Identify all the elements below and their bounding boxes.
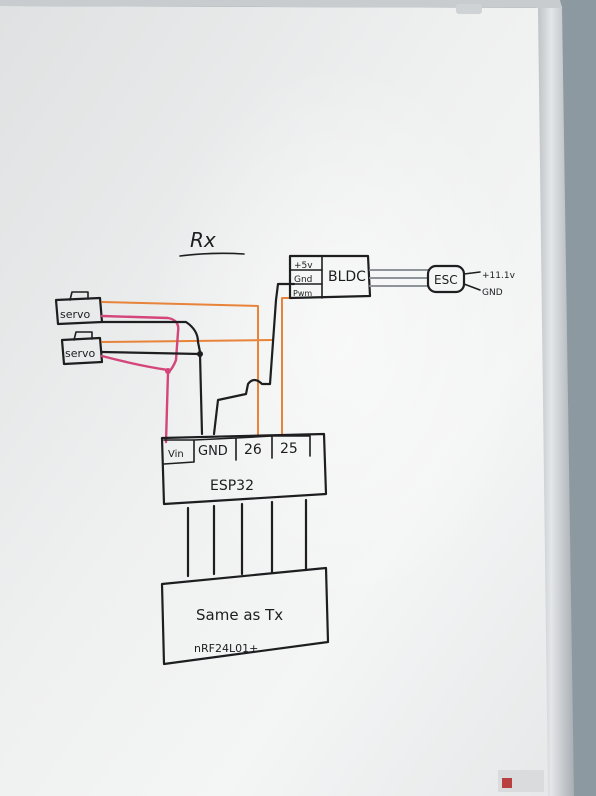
bldc-esc-wires: [369, 269, 429, 287]
svg-text:servo: servo: [60, 308, 91, 321]
ground-wires: [100, 282, 296, 436]
svg-text:Gnd: Gnd: [294, 275, 312, 285]
svg-text:GND: GND: [482, 288, 503, 298]
servo-2: servo: [60, 331, 104, 366]
esp32-module-wires: [186, 498, 308, 578]
svg-text:25: 25: [280, 441, 298, 457]
svg-text:Pwm: Pwm: [293, 289, 312, 298]
nrf-module: Same as Tx nRF24L01+: [160, 566, 330, 666]
svg-text:+5v: +5v: [294, 261, 313, 271]
svg-text:ESC: ESC: [434, 273, 458, 287]
svg-text:BLDC: BLDC: [328, 269, 366, 285]
svg-text:nRF24L01+: nRF24L01+: [194, 642, 258, 655]
svg-text:+11.1v: +11.1v: [482, 271, 516, 281]
svg-text:26: 26: [244, 442, 262, 458]
diagram-title: Rx: [179, 228, 245, 257]
bldc-motor: +5v Gnd Pwm BLDC: [288, 254, 372, 300]
pink-power-wires: [100, 314, 180, 444]
whiteboard-frame: [536, 4, 574, 796]
esc-module: ESC +11.1v GND: [426, 264, 516, 298]
svg-text:Same as Tx: Same as Tx: [196, 606, 283, 624]
svg-text:ESP32: ESP32: [210, 478, 254, 494]
svg-text:GND: GND: [198, 444, 228, 459]
svg-text:Vin: Vin: [168, 449, 184, 460]
svg-text:servo: servo: [65, 347, 96, 360]
svg-text:Rx: Rx: [190, 228, 216, 252]
esp32-board: Vin GND 26 25 ESP32: [160, 432, 328, 506]
